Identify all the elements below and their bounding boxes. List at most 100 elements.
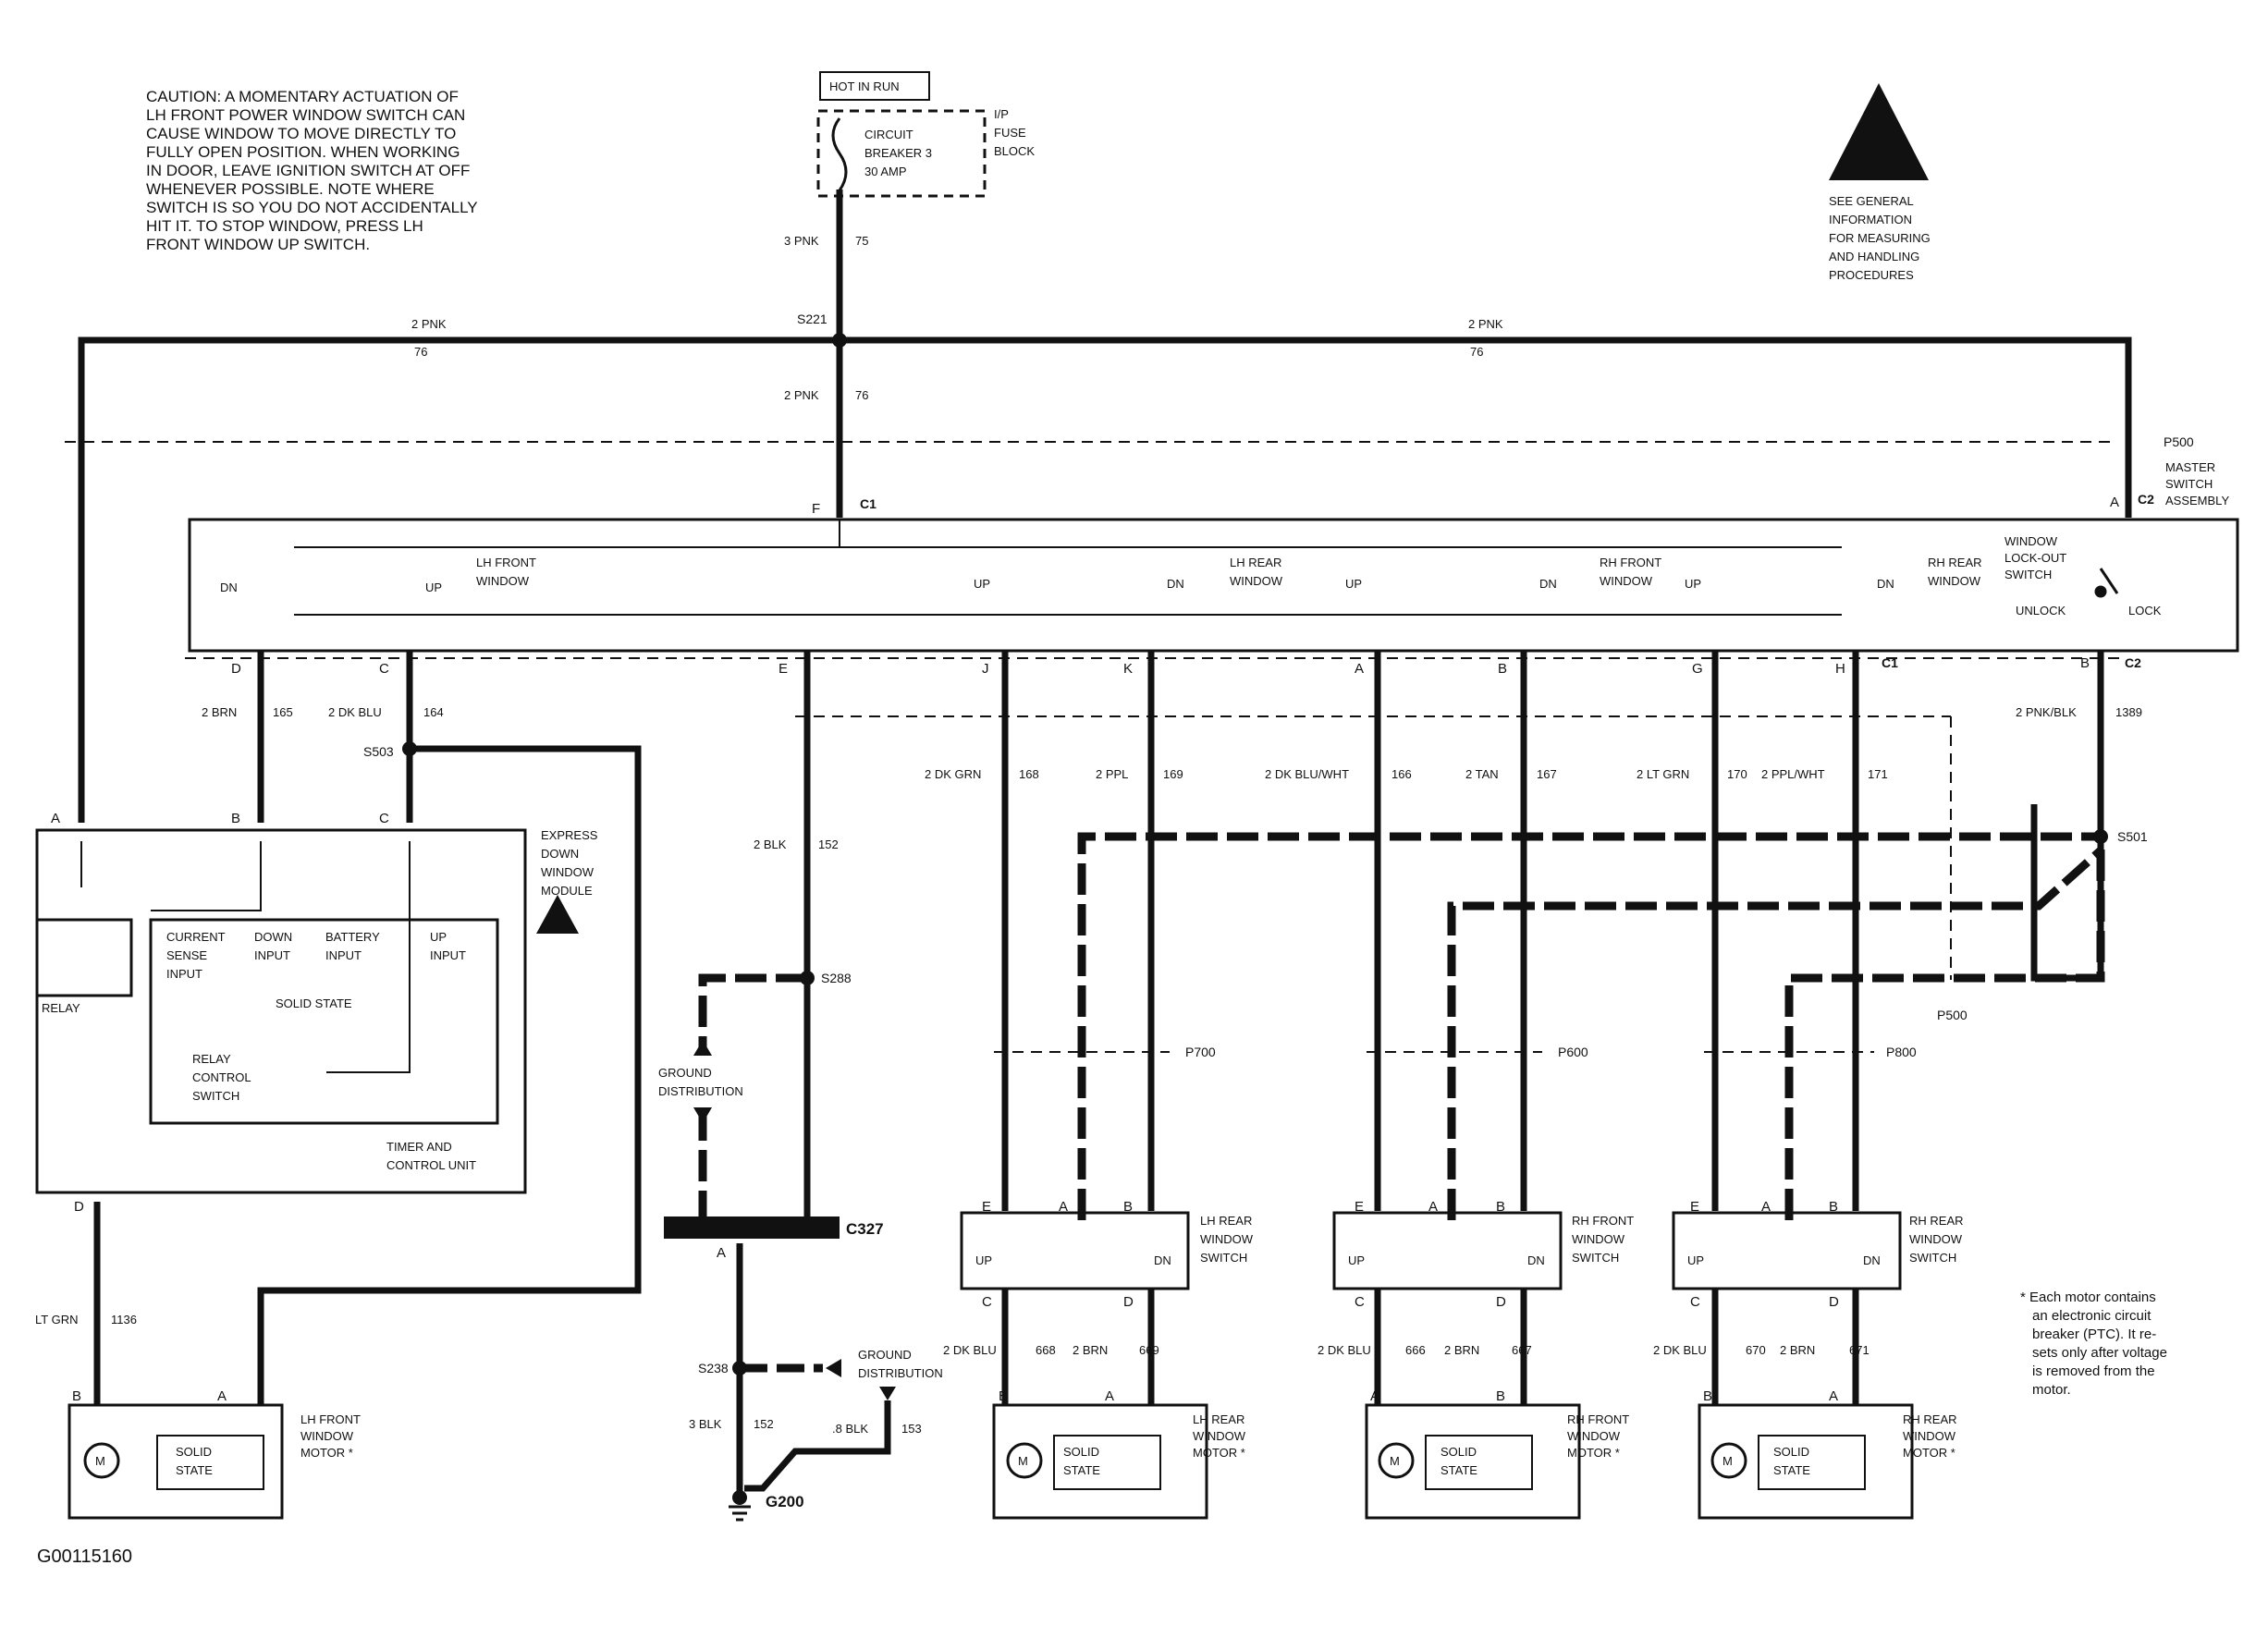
esd-warning-icon — [1829, 83, 1929, 180]
wire-color: 2 PNK/BLK — [2016, 705, 2077, 719]
wire-labels: 3 PNK 75 2 PNK 76 2 PNK 76 2 PNK 76 2 BR… — [35, 234, 2142, 1436]
pin-label: B — [231, 811, 240, 826]
fuse-block — [816, 71, 987, 198]
door-switch-boxes — [960, 1211, 1902, 1290]
pin-label: C — [379, 811, 389, 826]
caution-line: FRONT WINDOW UP SWITCH. — [146, 236, 370, 253]
pin-label: E — [1690, 1199, 1699, 1215]
wire-number: 166 — [1391, 767, 1412, 781]
dn-label: DN — [1539, 577, 1557, 591]
timer-label: CONTROL UNIT — [386, 1158, 476, 1172]
splice-label: S221 — [797, 312, 828, 326]
pin-label: B — [1123, 1199, 1133, 1215]
pin-label: B — [1496, 1388, 1505, 1404]
module-title: WINDOW — [541, 865, 595, 879]
dn-label: DN — [220, 581, 238, 594]
module-input-label: UP — [430, 930, 447, 944]
solid-state-label: SOLID — [1773, 1445, 1809, 1459]
pin-label: D — [74, 1199, 84, 1215]
caution-line: LH FRONT POWER WINDOW SWITCH CAN — [146, 106, 465, 124]
relay-label: RELAY — [42, 1001, 80, 1015]
pin-label: A — [717, 1245, 726, 1261]
pin-label: D — [1829, 1294, 1839, 1310]
connector-dashes — [65, 441, 2127, 1053]
pin-label: K — [1123, 661, 1133, 677]
express-down-module — [35, 828, 527, 1194]
wire-number: 168 — [1019, 767, 1039, 781]
splice-label: S288 — [821, 971, 852, 985]
wire-color: 2 PNK — [411, 317, 447, 331]
up-label: UP — [1345, 577, 1362, 591]
pin-label: A — [1059, 1199, 1068, 1215]
master-switch-labels: MASTER SWITCH ASSEMBLY LH FRONT WINDOW L… — [220, 460, 2229, 677]
wire-color: 2 BRN — [1444, 1343, 1479, 1357]
footnote-line: breaker (PTC). It re- — [2032, 1326, 2156, 1342]
pin-label: A — [1761, 1199, 1771, 1215]
motor-name: MOTOR * — [1567, 1446, 1620, 1460]
pin-label: D — [1123, 1294, 1134, 1310]
pin-label: B — [1498, 661, 1507, 677]
pin-label: G — [1692, 661, 1703, 677]
caution-line: FULLY OPEN POSITION. WHEN WORKING — [146, 143, 460, 161]
wire-number: 666 — [1405, 1343, 1426, 1357]
hot-in-run-label: HOT IN RUN — [829, 79, 900, 93]
motor-name: MOTOR * — [1193, 1446, 1245, 1460]
wire-color: 3 PNK — [784, 234, 819, 248]
wire-color: 2 LT GRN — [1637, 767, 1689, 781]
motor-m: M — [1018, 1454, 1028, 1468]
door-switch-name: SWITCH — [1572, 1251, 1619, 1265]
switch-group-label: RH REAR — [1928, 556, 1982, 569]
dn-label: DN — [1527, 1253, 1545, 1267]
master-title: MASTER — [2165, 460, 2215, 474]
wire-color: 2 DK BLU — [1653, 1343, 1707, 1357]
pin-label: C — [982, 1294, 992, 1310]
wire-color: 2 PPL/WHT — [1761, 767, 1825, 781]
connector-label: C2 — [2138, 492, 2154, 507]
wire-number: 670 — [1746, 1343, 1766, 1357]
switch-group-label: WINDOW — [1600, 574, 1653, 588]
caution-line: WHENEVER POSSIBLE. NOTE WHERE — [146, 180, 435, 198]
door-switch-name: WINDOW — [1909, 1232, 1963, 1246]
pin-label: B — [2080, 655, 2090, 671]
pin-label: A — [1370, 1388, 1379, 1404]
wire-number: 75 — [855, 234, 868, 248]
door-switch-name: SWITCH — [1909, 1251, 1956, 1265]
fuse-block-line: I/P — [994, 107, 1009, 121]
pin-label: B — [999, 1388, 1008, 1404]
esd-note-line: FOR MEASURING — [1829, 231, 1931, 245]
figure-id: G00115160 — [37, 1547, 132, 1567]
caution-line: SWITCH IS SO YOU DO NOT ACCIDENTALLY — [146, 199, 478, 216]
connector-label: C1 — [860, 496, 877, 511]
pin-label: B — [72, 1388, 81, 1404]
pin-label: B — [1703, 1388, 1712, 1404]
wire-color: 2 BRN — [1780, 1343, 1815, 1357]
relay-control-label: SWITCH — [192, 1089, 239, 1103]
ground-dist-label: GROUND — [658, 1066, 712, 1080]
wire-color: 2 PPL — [1096, 767, 1128, 781]
pin-label: A — [51, 811, 60, 826]
footnote-line: sets only after voltage — [2032, 1345, 2167, 1361]
connector-label: P500 — [1937, 1008, 1968, 1022]
pin-label: A — [2110, 495, 2119, 510]
module-input-label: INPUT — [430, 948, 466, 962]
module-input-label: SENSE — [166, 948, 207, 962]
esd-note-line: INFORMATION — [1829, 213, 1912, 226]
solid-state-label: SOLID STATE — [276, 996, 352, 1010]
lockout-label: WINDOW — [2004, 534, 2058, 548]
wire-number: 153 — [901, 1422, 922, 1436]
wire-number: 152 — [754, 1417, 774, 1431]
door-switch-name: RH REAR — [1909, 1214, 1964, 1228]
door-switch-name: RH FRONT — [1572, 1214, 1634, 1228]
wire-number: 671 — [1849, 1343, 1870, 1357]
wire-number: 1389 — [2115, 705, 2142, 719]
dn-label: DN — [1863, 1253, 1881, 1267]
splice-label: S503 — [363, 744, 394, 759]
door-switch-labels: LH REAR WINDOW SWITCH UP DN E A B C D RH… — [975, 1199, 1964, 1310]
relay-control-label: RELAY — [192, 1052, 231, 1066]
master-title: SWITCH — [2165, 477, 2213, 491]
motor-name: LH REAR — [1193, 1412, 1244, 1426]
wire-color: 2 PNK — [784, 388, 819, 402]
breaker-line: BREAKER 3 — [864, 146, 932, 160]
pin-label: F — [812, 501, 820, 517]
